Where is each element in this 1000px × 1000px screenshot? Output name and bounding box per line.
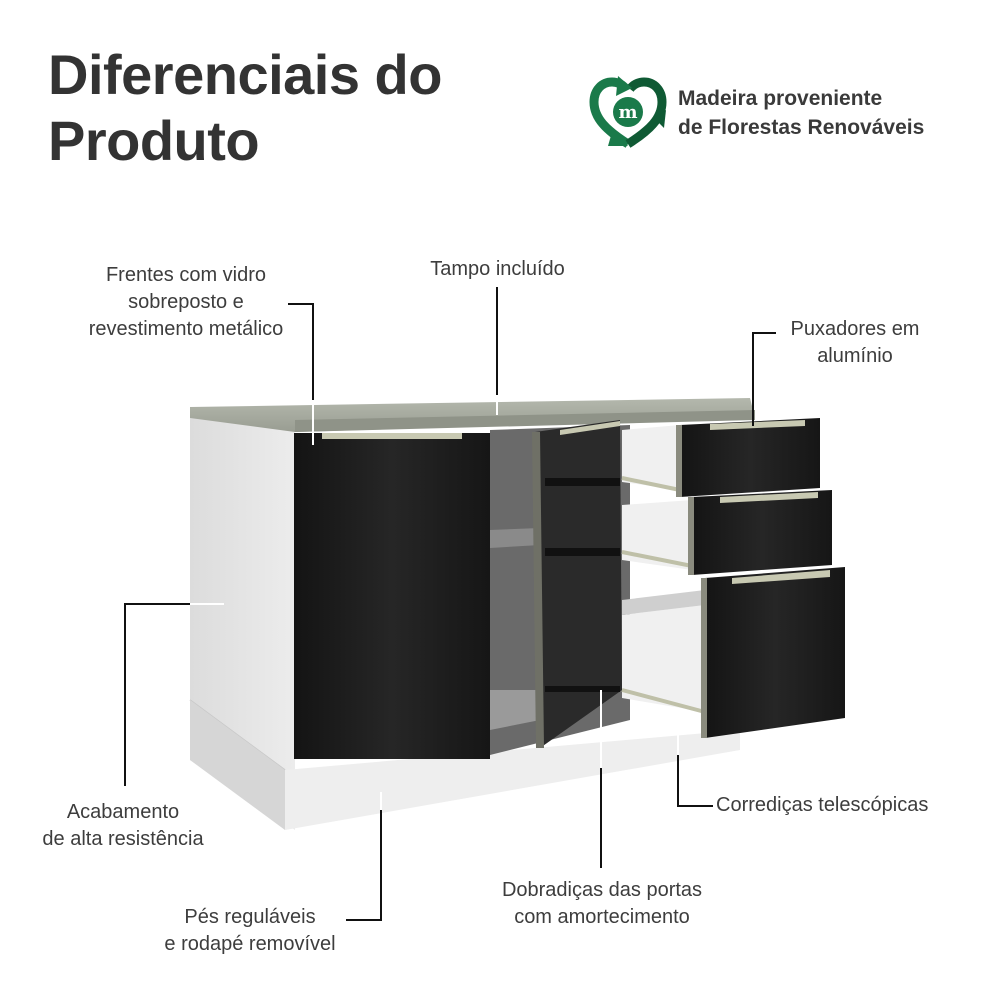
drawer-1-handle xyxy=(710,420,805,430)
callout-tampo-pointer xyxy=(496,395,498,415)
callout-dobradicas: Dobradiças das portas com amortecimento xyxy=(482,877,722,931)
callout-corredicas-line-1: Corrediças telescópicas xyxy=(716,794,929,816)
telescopic-slide-2 xyxy=(621,550,693,568)
callout-pes-connector xyxy=(346,919,382,921)
title-line-2: Produto xyxy=(48,109,260,172)
callout-frentes-line-3: revestimento metálico xyxy=(88,318,284,340)
callout-corredicas-connector-v xyxy=(677,755,679,807)
callout-pes-pointer xyxy=(380,792,382,810)
badge-line-2: de Florestas Renováveis xyxy=(678,116,925,139)
callout-dobradicas-connector-v xyxy=(600,768,602,868)
callout-corredicas-connector xyxy=(677,805,713,807)
callout-frentes-connector xyxy=(288,303,314,305)
drawer-3-box xyxy=(622,605,705,712)
renewable-wood-badge: m Madeira proveniente de Florestas Renov… xyxy=(588,74,924,152)
callout-frentes-connector-v xyxy=(312,303,314,400)
callout-acabamento-line-1: Acabamento xyxy=(66,801,180,823)
badge-line-1: Madeira proveniente xyxy=(678,87,883,110)
callout-dobradicas-pointer xyxy=(600,690,602,768)
callout-corredicas: Corrediças telescópicas xyxy=(716,792,964,819)
callout-acabamento: Acabamento de alta resistência xyxy=(28,799,218,853)
recycle-heart-m-icon: m xyxy=(589,76,667,148)
drawer-2-handle xyxy=(720,492,818,503)
drawer-1-box xyxy=(622,425,680,490)
callout-frentes-line-2: sobreposto e xyxy=(128,291,244,313)
drawer-3-handle xyxy=(732,570,830,584)
callout-tampo-connector xyxy=(496,287,498,395)
callout-dobradicas-line-2: com amortecimento xyxy=(514,906,690,928)
callout-pes-line-1: Pés reguláveis xyxy=(184,906,316,928)
callout-puxadores-connector xyxy=(752,332,776,334)
removable-plinth xyxy=(285,730,740,830)
page-title: Diferenciais do Produto xyxy=(48,42,442,174)
left-door xyxy=(294,433,490,759)
callout-acabamento-line-2: de alta resistência xyxy=(42,828,204,850)
drawer-3-front xyxy=(705,567,845,738)
drawer-2-box xyxy=(622,500,692,570)
drawer-2-front xyxy=(692,490,832,575)
callout-puxadores-line-1: Puxadores em xyxy=(790,318,920,340)
callout-acabamento-connector xyxy=(124,603,190,605)
callout-tampo-line-1: Tampo incluído xyxy=(430,258,565,280)
callout-pes-connector-v xyxy=(380,810,382,921)
callout-corredicas-pointer xyxy=(677,712,679,755)
callout-tampo: Tampo incluído xyxy=(405,256,590,283)
middle-door-open xyxy=(535,420,622,748)
callout-frentes-pointer xyxy=(312,400,314,445)
callout-pes-line-2: e rodapé removível xyxy=(164,933,336,955)
title-line-1: Diferenciais do xyxy=(48,43,442,106)
callout-frentes: Frentes com vidro sobreposto e revestime… xyxy=(70,262,302,343)
telescopic-slide-3 xyxy=(621,688,706,714)
left-door-handle xyxy=(322,433,462,439)
svg-text:m: m xyxy=(618,102,637,123)
drawer-1-front xyxy=(680,418,820,497)
callout-frentes-line-1: Frentes com vidro xyxy=(105,264,267,286)
callout-pes: Pés reguláveis e rodapé removível xyxy=(150,904,350,958)
badge-text: Madeira proveniente de Florestas Renováv… xyxy=(678,84,924,142)
callout-puxadores: Puxadores em alumínio xyxy=(776,316,934,370)
callout-dobradicas-line-1: Dobradiças das portas xyxy=(501,879,703,901)
callout-acabamento-connector-v xyxy=(124,603,126,786)
callout-puxadores-line-2: alumínio xyxy=(817,345,893,367)
callout-puxadores-connector-v xyxy=(752,332,754,426)
telescopic-slide-1 xyxy=(621,476,681,492)
callout-acabamento-pointer xyxy=(190,603,224,605)
